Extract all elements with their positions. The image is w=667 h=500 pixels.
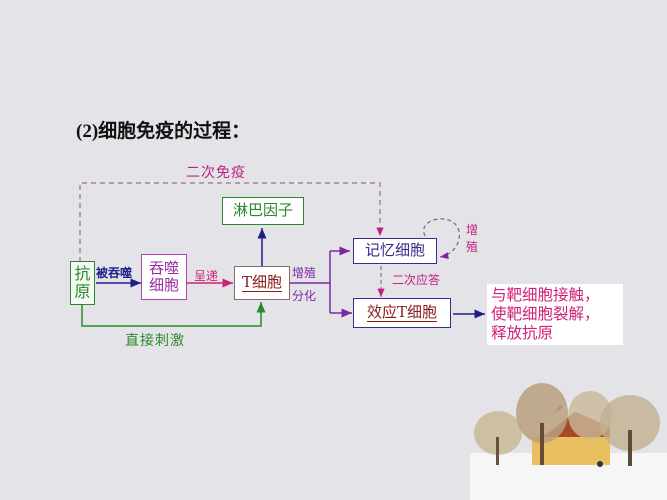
node-effector-t-cell: 效应T细胞 [353, 298, 451, 328]
node-lymphokine: 淋巴因子 [222, 197, 304, 225]
label-proliferate: 增殖 [292, 266, 317, 280]
node-antigen: 抗 原 [70, 261, 95, 305]
node-memory-cell: 记忆细胞 [353, 238, 437, 264]
label-self-proliferate: 增 殖 [466, 223, 479, 254]
node-t-cell: T细胞 [234, 266, 290, 300]
node-phagocyte: 吞噬 细胞 [141, 254, 187, 300]
result-text: 与靶细胞接触， 使靶细胞裂解， 释放抗原 [487, 284, 623, 345]
label-differentiate: 分化 [292, 289, 317, 303]
winter-scene-illustration [470, 383, 667, 500]
label-engulfed: 被吞噬 [96, 266, 133, 280]
direct-stimulation-arrow [81, 302, 266, 327]
self-proliferation-loop [423, 218, 460, 260]
label-secondary-response: 二次应答 [392, 273, 441, 287]
section-title: (2)细胞免疫的过程： [76, 121, 251, 142]
label-direct-stimulation: 直接刺激 [125, 333, 185, 349]
secondary-immunity-arrow [79, 182, 384, 262]
label-present: 呈递 [194, 269, 219, 283]
label-secondary-immunity: 二次免疫 [186, 165, 246, 181]
